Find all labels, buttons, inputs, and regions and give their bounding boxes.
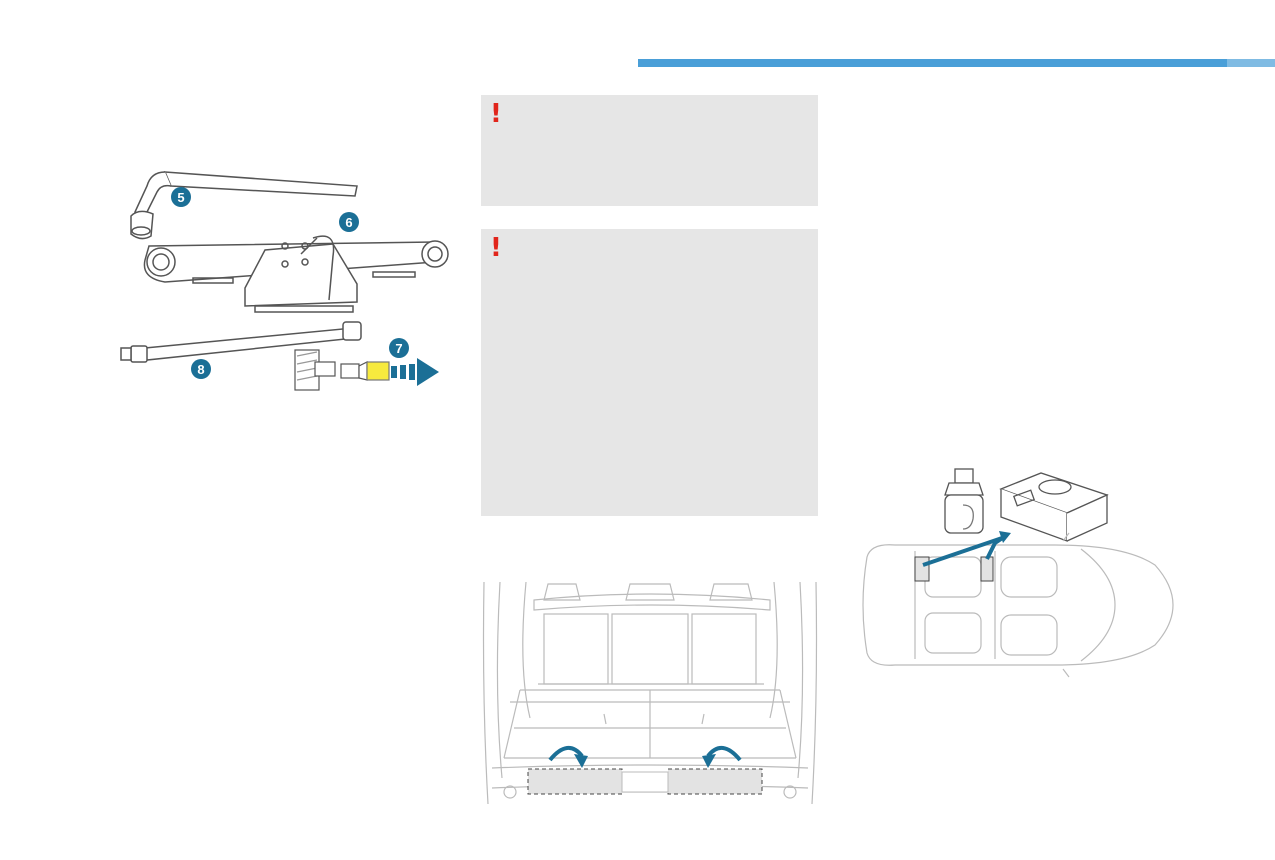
towing-eye-cover-icon <box>294 349 439 391</box>
warning-box-1: ! <box>481 95 818 206</box>
tool-kit-illustration: 5 6 7 8 <box>105 160 450 410</box>
callout-6: 6 <box>339 212 359 232</box>
compressor-icon <box>999 472 1109 542</box>
callout-5: 5 <box>171 187 191 207</box>
extension-bar-icon <box>120 321 362 363</box>
header-accent-bar <box>638 59 1275 67</box>
boot-floor-storage-icon <box>482 581 818 805</box>
storage-compartment-left <box>527 746 623 795</box>
boot-floor-illustration <box>480 578 820 806</box>
jack-icon <box>143 235 449 313</box>
callout-8: 8 <box>191 359 211 379</box>
kit-location-markers <box>914 531 1011 582</box>
tool-kit-svg: 5 6 7 8 <box>120 171 449 391</box>
storage-compartment-right <box>667 746 763 795</box>
warning-exclamation-icon: ! <box>490 233 502 263</box>
warning-box-2: ! <box>481 229 818 516</box>
callout-number: 5 <box>177 190 184 205</box>
callout-number: 7 <box>395 341 402 356</box>
sealant-bottle-icon <box>944 468 984 534</box>
car-top-view-icon <box>862 532 1174 678</box>
repair-kit-location-icon <box>862 468 1174 678</box>
header-accent-tail <box>1227 59 1275 67</box>
callout-number: 8 <box>197 362 204 377</box>
callout-7: 7 <box>389 338 409 358</box>
repair-kit-location-illustration <box>855 465 1180 685</box>
wheelbrace-icon <box>130 171 358 240</box>
callout-number: 6 <box>345 215 352 230</box>
warning-exclamation-icon: ! <box>490 99 502 129</box>
